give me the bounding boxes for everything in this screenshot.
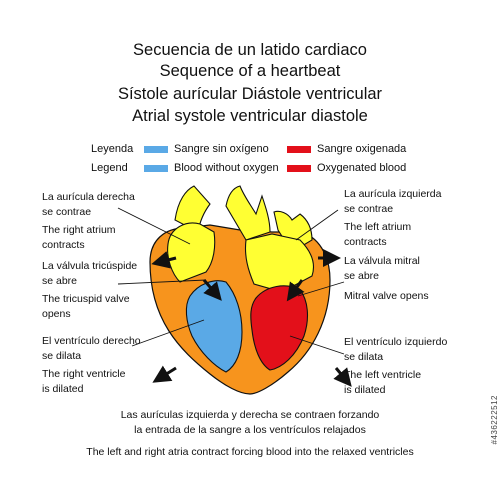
label-mitral-es-1: La válvula mitral [344, 255, 420, 267]
caption-es: Las aurículas izquierda y derecha se con… [0, 408, 500, 438]
label-right-ventricle: El ventrículo derecho se dilata The righ… [42, 334, 141, 397]
label-right-ventricle-en-2: is dilated [42, 383, 84, 395]
label-tricuspid-es-1: La válvula tricúspide [42, 260, 138, 272]
legend-swatch-oxygenated-en [287, 165, 311, 172]
legend-heading-en: Legend [91, 162, 128, 174]
leader-right-atrium [117, 207, 191, 245]
arrow-icon [151, 251, 177, 269]
stock-id-watermark: #436222512 [490, 395, 499, 445]
label-left-ventricle-en-1: The left ventricle [344, 369, 422, 381]
leader-tricuspid [117, 279, 207, 285]
label-left-ventricle-en-2: is dilated [344, 384, 386, 396]
label-right-atrium-en-2: contracts [42, 239, 85, 251]
title-es: Secuencia de un latido cardiaco [133, 41, 367, 59]
legend-oxygenated-es: Sangre oxigenada [317, 143, 407, 155]
label-right-atrium-en-1: The right atrium [42, 224, 116, 236]
title-block: Secuencia de un latido cardiaco Sequence… [0, 40, 500, 127]
legend-swatch-deoxygenated [144, 146, 168, 153]
label-left-ventricle-es-2: se dilata [344, 351, 384, 363]
leader-left-ventricle [289, 335, 345, 355]
leader-left-atrium [295, 209, 339, 241]
label-right-ventricle-es-1: El ventrículo derecho [42, 335, 141, 347]
label-right-ventricle-en-1: The right ventricle [42, 368, 126, 380]
label-left-atrium-en-2: contracts [344, 236, 387, 248]
leader-right-ventricle [131, 319, 205, 347]
caption-es-1: Las aurículas izquierda y derecha se con… [120, 409, 380, 421]
label-tricuspid-en-1: The tricuspid valve [42, 293, 130, 305]
label-right-atrium: La aurícula derecha se contrae The right… [42, 190, 135, 253]
phase-title-es: Sístole aurícular Diástole ventricular [117, 85, 383, 103]
legend: Leyenda Legend Sangre sin oxígeno Blood … [0, 143, 500, 183]
label-mitral: La válvula mitral se abre Mitral valve o… [344, 254, 429, 304]
label-left-atrium: La aurícula izquierda se contrae The lef… [344, 187, 441, 250]
title-en: Sequence of a heartbeat [159, 62, 341, 80]
legend-deoxygenated-en: Blood without oxygen [174, 162, 279, 174]
leader-mitral [297, 281, 345, 297]
caption-es-2: la entrada de la sangre a los ventrículo… [134, 424, 366, 436]
label-tricuspid: La válvula tricúspide se abre The tricus… [42, 259, 137, 322]
left-atrium [244, 233, 315, 293]
label-mitral-en-1: Mitral valve opens [344, 290, 429, 302]
legend-oxygenated-en: Oxygenated blood [317, 162, 407, 174]
legend-heading-es: Leyenda [91, 143, 134, 155]
arrow-icon [152, 365, 177, 383]
label-tricuspid-es-2: se abre [42, 275, 78, 287]
label-left-atrium-en-1: The left atrium [344, 221, 412, 233]
legend-swatch-deoxygenated-en [144, 165, 168, 172]
label-right-atrium-es-1: La aurícula derecha [42, 191, 135, 203]
caption-en: The left and right atria contract forcin… [86, 446, 414, 458]
label-tricuspid-en-2: opens [42, 308, 71, 320]
label-left-ventricle: El ventrículo izquierdo se dilata The le… [344, 335, 447, 398]
arrow-icon [202, 279, 222, 301]
label-right-atrium-es-2: se contrae [42, 206, 92, 218]
label-right-ventricle-es-2: se dilata [42, 350, 82, 362]
legend-swatch-oxygenated [287, 146, 311, 153]
legend-deoxygenated-es: Sangre sin oxígeno [174, 143, 269, 155]
label-left-atrium-es-1: La aurícula izquierda [344, 188, 442, 200]
arrow-icon [333, 367, 352, 387]
phase-title-en: Atrial systole ventricular diastole [132, 107, 368, 125]
label-mitral-es-2: se abre [344, 270, 380, 282]
arrow-icon [286, 279, 305, 302]
right-ventricle [185, 280, 243, 373]
aorta [225, 185, 271, 241]
label-left-ventricle-es-1: El ventrículo izquierdo [344, 336, 448, 348]
label-left-atrium-es-2: se contrae [344, 203, 394, 215]
